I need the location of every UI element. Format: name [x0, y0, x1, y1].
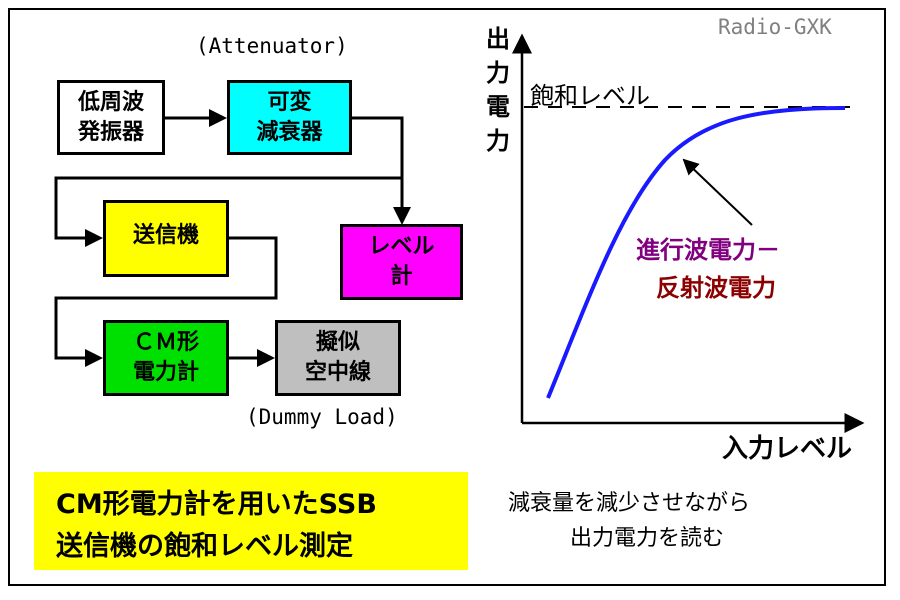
level-meter-label-1: レベル [368, 234, 435, 259]
caption-line-1: CM形電力計を用いたSSB [56, 489, 377, 520]
arrow-attenuator-to-level-meter [352, 116, 411, 225]
attenuator-note: (Attenuator) [196, 34, 348, 58]
dummy-load-block: 擬似 空中線 [275, 320, 401, 396]
outer-frame [8, 8, 886, 586]
power-curve [546, 106, 846, 399]
instruction-line-2: 出力電力を読む [570, 526, 725, 551]
x-axis-label: 入力レベル [722, 434, 853, 464]
oscillator-label-1: 低周波 [77, 89, 144, 115]
forward-power-label: 進行波電力－ [636, 236, 780, 264]
credit-label: Radio-GXK [718, 15, 832, 39]
cm-meter-label-2: 電力計 [132, 360, 199, 385]
line-attenuator-to-transmitter [54, 176, 402, 247]
transmitter-block: 送信機 [103, 200, 229, 277]
caption-line-2: 送信機の飽和レベル測定 [56, 531, 353, 562]
transmitter-label: 送信機 [132, 223, 199, 248]
cm-meter-label-1: ＣＭ形 [132, 330, 199, 355]
level-meter-block: レベル 計 [340, 224, 463, 300]
saturation-label: 飽和レベル [530, 82, 650, 110]
instruction-line-1: 減衰量を減少させながら [508, 491, 751, 516]
pointer-arrow [682, 158, 753, 226]
dummy-load-label-1: 擬似 [315, 330, 360, 355]
dummy-load-note: (Dummy Load) [246, 405, 398, 429]
cm-meter-block: ＣＭ形 電力計 [103, 320, 229, 396]
line-transmitter-to-cm-meter [54, 236, 278, 367]
y-axis-label: 出力電力 [486, 25, 510, 155]
attenuator-label-1: 可変 [267, 89, 312, 115]
oscillator-block: 低周波 発振器 [57, 80, 165, 155]
reflected-power-label: 反射波電力 [656, 274, 776, 302]
attenuator-block: 可変 減衰器 [227, 80, 352, 155]
oscillator-label-2: 発振器 [77, 119, 144, 145]
attenuator-label-2: 減衰器 [256, 119, 323, 145]
caption-box [34, 472, 468, 570]
dummy-load-label-2: 空中線 [304, 360, 371, 385]
level-meter-label-2: 計 [390, 264, 413, 289]
